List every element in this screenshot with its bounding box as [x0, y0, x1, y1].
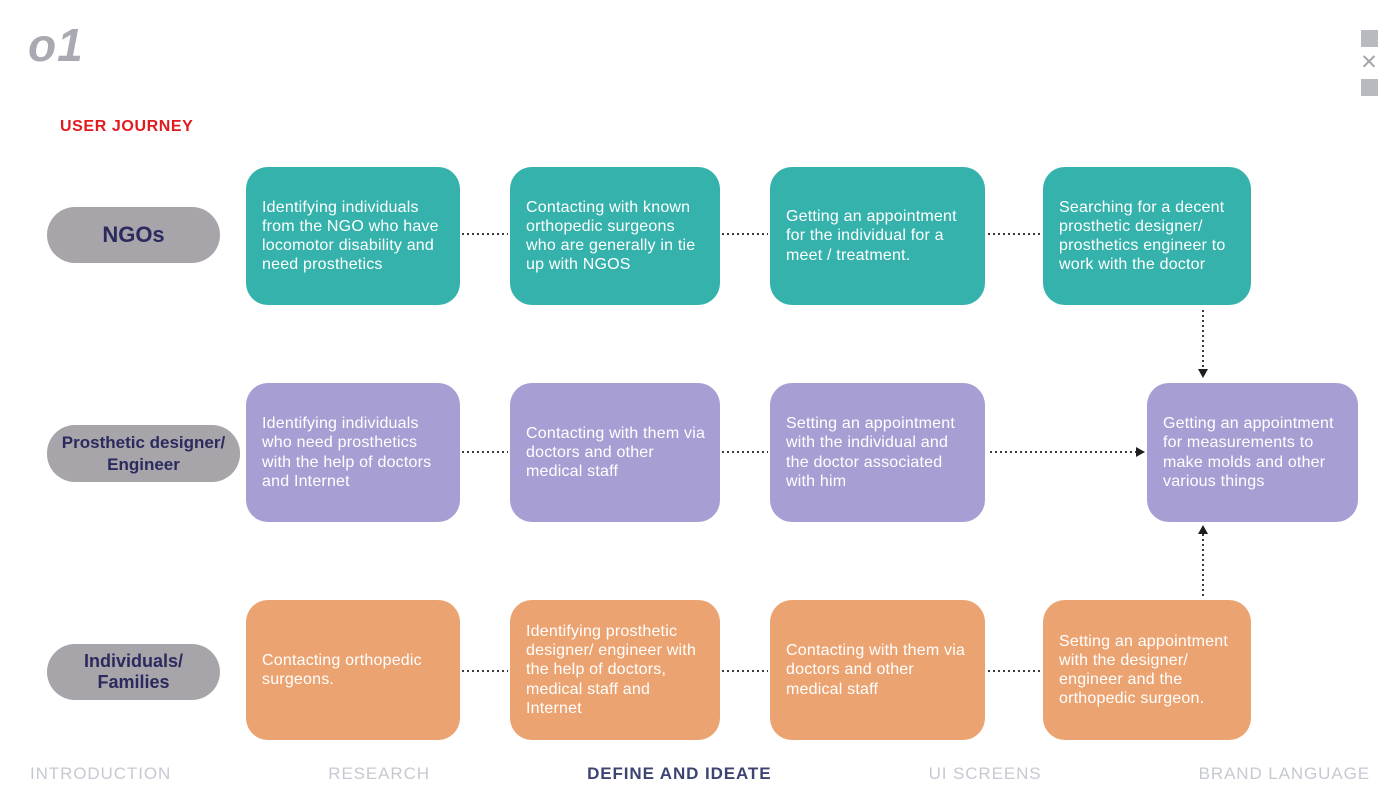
row-label-prosthetic-designer: Prosthetic designer/ Engineer	[47, 425, 240, 482]
nav-item-research[interactable]: RESEARCH	[328, 764, 430, 783]
connector-dotted	[988, 233, 1041, 235]
arrow-up-icon	[1198, 525, 1208, 534]
step-text: Contacting with them via doctors and oth…	[786, 642, 966, 698]
connector-dotted	[988, 670, 1041, 672]
step-text: Getting an appointment for the individua…	[786, 208, 957, 264]
row-label-text: Prosthetic designer/ Engineer	[61, 433, 226, 474]
ngos-step-3: Getting an appointment for the individua…	[770, 167, 985, 305]
individual-step-3: Contacting with them via doctors and oth…	[770, 600, 985, 740]
footer-nav: INTRODUCTION RESEARCH DEFINE AND IDEATE …	[0, 764, 1400, 784]
connector-dotted	[462, 233, 508, 235]
arrow-down-icon	[1198, 369, 1208, 378]
connector-arrow-line	[1202, 310, 1204, 370]
connector-dotted	[722, 451, 768, 453]
connector-dotted	[722, 670, 768, 672]
nav-item-ui-screens[interactable]: UI SCREENS	[928, 764, 1042, 783]
step-text: Contacting with them via doctors and oth…	[526, 424, 706, 481]
step-text: Identifying individuals who need prosthe…	[262, 415, 432, 490]
step-text: Setting an appointment with the designer…	[1059, 632, 1228, 708]
individual-step-1: Contacting orthopedic surgeons.	[246, 600, 460, 740]
row-label-text: NGOs	[102, 222, 165, 247]
step-text: Contacting orthopedic surgeons.	[262, 651, 422, 688]
ngos-step-2: Contacting with known orthopedic surgeon…	[510, 167, 720, 305]
step-text: Setting an appointment with the individu…	[786, 415, 955, 490]
connector-dotted	[462, 670, 508, 672]
square-icon	[1360, 79, 1378, 96]
section-title: USER JOURNEY	[60, 118, 194, 135]
step-text: Contacting with known orthopedic surgeon…	[526, 198, 696, 274]
square-icon	[1360, 30, 1378, 47]
row-label-individuals-families: Individuals/ Families	[47, 644, 220, 700]
designer-step-1: Identifying individuals who need prosthe…	[246, 383, 460, 522]
close-icon[interactable]: ✕	[1360, 51, 1378, 74]
row-label-ngos: NGOs	[47, 207, 220, 263]
designer-step-2: Contacting with them via doctors and oth…	[510, 383, 720, 522]
ngos-step-1: Identifying individuals from the NGO who…	[246, 167, 460, 305]
step-text: Identifying prosthetic designer/ enginee…	[526, 623, 697, 717]
page-number: o1	[28, 19, 84, 71]
nav-item-brand-language[interactable]: BRAND LANGUAGE	[1198, 764, 1370, 783]
step-text: Getting an appointment for measurements …	[1163, 415, 1334, 490]
designer-step-3: Setting an appointment with the individu…	[770, 383, 985, 522]
individual-step-2: Identifying prosthetic designer/ enginee…	[510, 600, 720, 740]
step-text: Searching for a decent prosthetic design…	[1059, 198, 1226, 274]
connector-arrow-line	[1202, 534, 1204, 596]
connector-arrow-line	[990, 451, 1136, 453]
nav-item-define-and-ideate[interactable]: DEFINE AND IDEATE	[587, 764, 772, 783]
nav-item-introduction[interactable]: INTRODUCTION	[30, 764, 172, 783]
ngos-step-4: Searching for a decent prosthetic design…	[1043, 167, 1251, 305]
arrow-right-icon	[1136, 447, 1145, 457]
individual-step-4: Setting an appointment with the designer…	[1043, 600, 1251, 740]
row-label-text: Individuals/ Families	[83, 651, 184, 692]
connector-dotted	[462, 451, 508, 453]
window-controls: ✕	[1360, 30, 1378, 96]
step-text: Identifying individuals from the NGO who…	[262, 198, 439, 274]
connector-dotted	[722, 233, 768, 235]
designer-step-4: Getting an appointment for measurements …	[1147, 383, 1358, 522]
